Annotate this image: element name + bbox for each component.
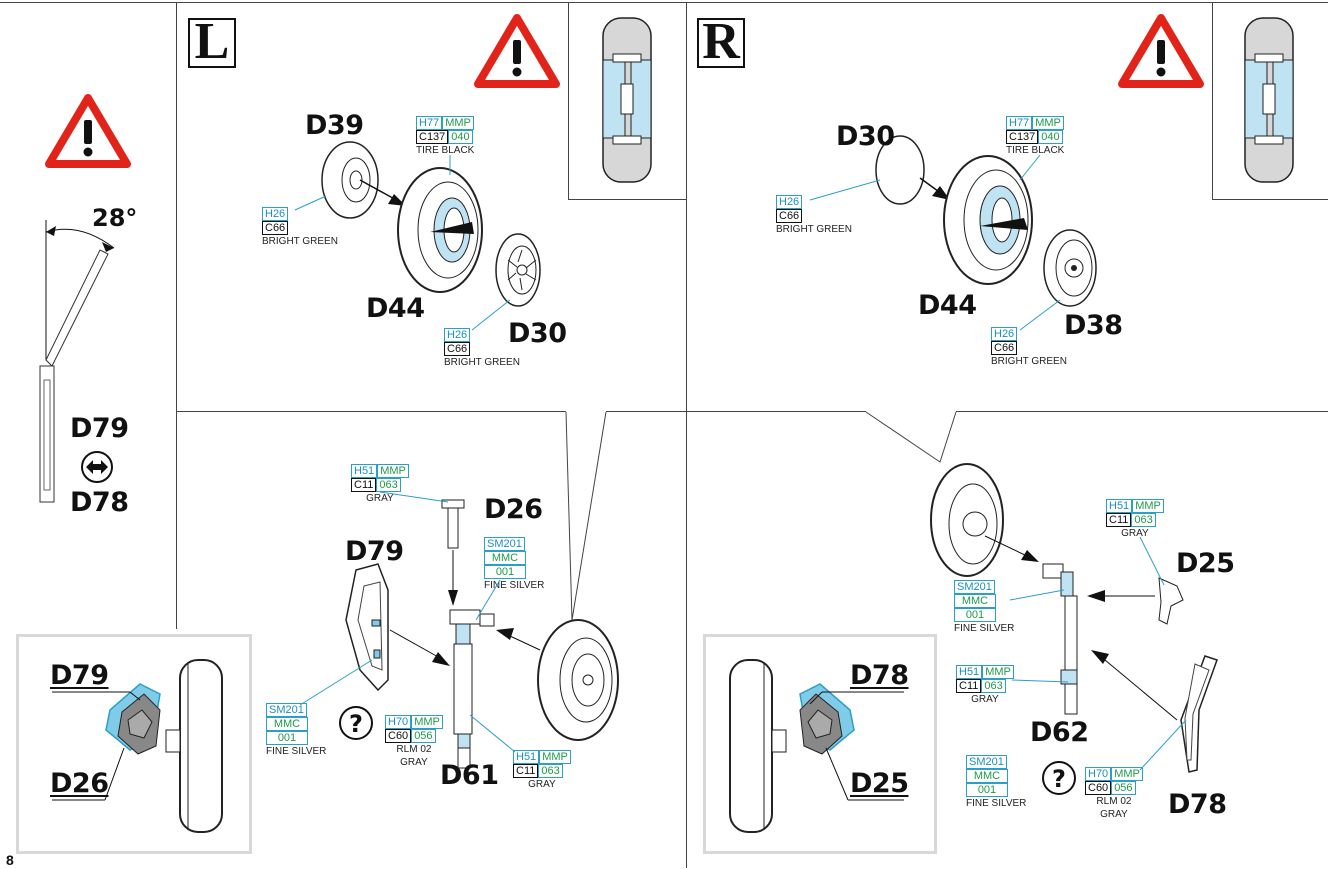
frame-middle-left bbox=[176, 411, 566, 412]
frame-middle-left2 bbox=[606, 411, 686, 412]
left-wheel-exploded bbox=[321, 141, 541, 307]
inset-label-bottom-right: D25 bbox=[850, 768, 909, 799]
question-circle-icon: ? bbox=[339, 706, 373, 740]
wheel-detail-inset-right bbox=[1212, 2, 1328, 200]
warning-triangle-icon bbox=[474, 14, 560, 88]
part-D78: D78 bbox=[1168, 789, 1227, 820]
strut-inset-left-drawing bbox=[105, 659, 223, 833]
part-D79: D79 bbox=[345, 536, 404, 567]
angle-cover-drawing bbox=[39, 220, 115, 503]
inset-label-bottom-left: D26 bbox=[50, 768, 109, 799]
warning-triangle-icon bbox=[1118, 14, 1204, 88]
swap-part-top: D79 bbox=[70, 413, 129, 444]
part-D30: D30 bbox=[508, 318, 567, 349]
part-D30-right: D30 bbox=[836, 121, 895, 152]
wheel-detail-inset-left bbox=[568, 2, 687, 200]
right-wheel-exploded bbox=[875, 135, 1097, 307]
paint-code-hub-front-left: H26 C66 BRIGHT GREEN bbox=[262, 207, 338, 247]
paint-code-hub-back-right: H26 C66 BRIGHT GREEN bbox=[991, 327, 1067, 367]
frame-middle-right bbox=[686, 411, 866, 412]
inset-label-top-right: D78 bbox=[850, 660, 909, 691]
svg-text:?: ? bbox=[1052, 765, 1066, 793]
angle-label: 28° bbox=[92, 204, 138, 232]
part-D44-right: D44 bbox=[918, 290, 977, 321]
swap-part-bottom: D78 bbox=[70, 487, 129, 518]
paint-code-hub-front-right: H26 C66 BRIGHT GREEN bbox=[776, 195, 852, 235]
inset-label-top-left: D79 bbox=[50, 660, 109, 691]
paint-code-cover-left: SM201 MMC 001 FINE SILVER bbox=[266, 703, 327, 757]
part-D61: D61 bbox=[440, 760, 499, 791]
right-strut-assembly bbox=[930, 463, 1218, 773]
wheel-top-view-left bbox=[602, 17, 652, 183]
frame-divider-center bbox=[686, 2, 687, 868]
part-D25: D25 bbox=[1176, 548, 1235, 579]
paint-code-strut-top-left: SM201 MMC 001 FINE SILVER bbox=[484, 537, 545, 591]
paint-code-strut-top-right: SM201 MMC 001 FINE SILVER bbox=[954, 580, 1015, 634]
part-D44: D44 bbox=[366, 293, 425, 324]
frame-middle-right2 bbox=[956, 411, 1328, 412]
wheel-top-view-right bbox=[1244, 17, 1294, 183]
paint-code-hub-back-left: H26 C66 BRIGHT GREEN bbox=[444, 328, 520, 368]
part-D39: D39 bbox=[305, 110, 364, 141]
paint-code-cover-right: SM201 MMC 001 FINE SILVER bbox=[966, 755, 1027, 809]
part-D26: D26 bbox=[484, 494, 543, 525]
part-D62: D62 bbox=[1030, 717, 1089, 748]
question-circle-icon: ? bbox=[1042, 761, 1076, 795]
swap-arrows-icon bbox=[81, 451, 113, 483]
page-number: 8 bbox=[6, 852, 14, 868]
frame-top bbox=[0, 2, 1328, 3]
part-D38: D38 bbox=[1064, 310, 1123, 341]
left-strut-assembly bbox=[345, 499, 619, 769]
side-letter-left: L bbox=[188, 16, 236, 68]
side-letter-right: R bbox=[697, 16, 745, 68]
svg-text:?: ? bbox=[349, 710, 363, 738]
frame-divider-left bbox=[176, 2, 177, 629]
warning-triangle-icon bbox=[45, 94, 131, 168]
